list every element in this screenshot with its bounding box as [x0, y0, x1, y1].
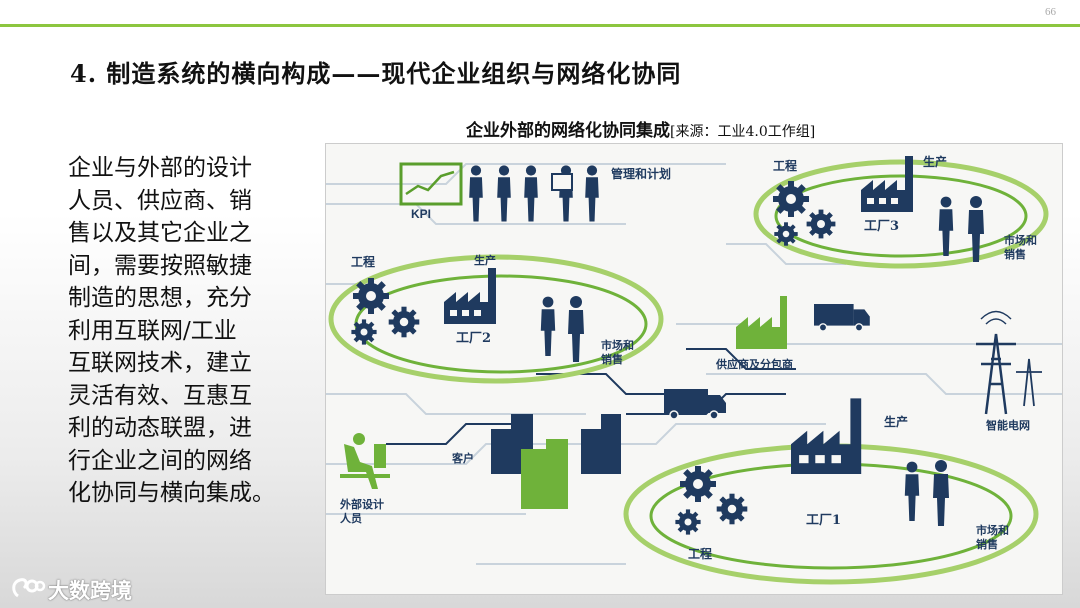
page-title: 4. 制造系统的横向构成——现代企业组织与网络化协同	[70, 59, 682, 88]
body-line: 化协同与横向集成。	[68, 480, 275, 506]
sales-people-icon-1	[904, 460, 949, 526]
designer-label-b: 人员	[340, 511, 362, 525]
watermark: 大数跨境	[10, 574, 160, 603]
body-line: 互联网技术，建立	[68, 350, 252, 376]
top-divider	[0, 24, 1080, 27]
designer-label-a: 外部设计	[339, 497, 384, 511]
production-label-3: 生产	[923, 154, 947, 169]
diagram-svg: KPI 管理和计划 工程 生产 工厂3 市场和 销售 工程 生产 工厂2 市场和…	[326, 154, 1062, 585]
market-label-3b: 销售	[1004, 247, 1026, 261]
market-label-3a: 市场和	[1004, 233, 1037, 247]
body-line: 企业与外部的设计	[68, 155, 252, 181]
body-paragraph: 企业与外部的设计 人员、供应商、销 售以及其它企业之 间，需要按照敏捷 制造的思…	[68, 152, 300, 510]
sales-people-icon-2	[540, 296, 584, 362]
smart-grid-label: 智能电网	[986, 418, 1030, 432]
body-line: 行企业之间的网络	[68, 447, 252, 474]
market-label-1b: 销售	[976, 537, 998, 551]
engineering-label-3: 工程	[773, 158, 797, 173]
factory-label-2: 工厂2	[456, 331, 491, 346]
factory-icon-1	[791, 398, 862, 474]
factory-label-1: 工厂1	[806, 513, 841, 528]
body-line: 制造的思想，充分	[68, 285, 252, 311]
engineering-label-1: 工程	[688, 546, 712, 561]
market-label-1a: 市场和	[976, 523, 1009, 537]
body-line: 利的动态联盟，进	[68, 415, 252, 441]
body-line: 间，需要按照敏捷	[68, 252, 252, 279]
factory-label-3: 工厂3	[864, 219, 899, 234]
designer-icon	[340, 433, 390, 489]
figure-caption: 企业外部的网络化协同集成[来源：工业4.0工作组]	[466, 116, 815, 141]
management-people-icon	[469, 165, 599, 222]
market-label-2a: 市场和	[601, 338, 634, 352]
watermark-logo-icon	[12, 578, 46, 598]
body-line: 人员、供应商、销	[68, 187, 252, 214]
figure-caption-main: 企业外部的网络化协同集成	[466, 121, 670, 141]
body-line: 售以及其它企业之	[68, 220, 252, 246]
body-line: 灵活有效、互惠互	[68, 382, 252, 409]
engineering-label-2: 工程	[351, 254, 375, 269]
truck-icon-1	[813, 303, 871, 332]
customer-label: 客户	[451, 451, 474, 465]
market-label-2b: 销售	[601, 352, 623, 366]
management-label: 管理和计划	[611, 166, 671, 181]
figure-caption-source: [来源：工业4.0工作组]	[670, 124, 816, 140]
production-label-1: 生产	[884, 414, 908, 429]
supplier-label: 供应商及分包商	[715, 357, 793, 371]
buildings-icon	[491, 414, 621, 509]
body-line: 利用互联网/工业	[68, 317, 237, 344]
page-number: 66	[1045, 6, 1056, 18]
kpi-chart-icon	[399, 162, 463, 206]
production-label-2: 生产	[474, 253, 496, 267]
power-tower-icon	[976, 310, 1042, 415]
watermark-text: 大数跨境	[48, 579, 132, 603]
network-collaboration-diagram: KPI 管理和计划 工程 生产 工厂3 市场和 销售 工程 生产 工厂2 市场和…	[325, 143, 1063, 595]
supplier-factory-icon	[736, 296, 787, 349]
kpi-label: KPI	[411, 207, 431, 221]
